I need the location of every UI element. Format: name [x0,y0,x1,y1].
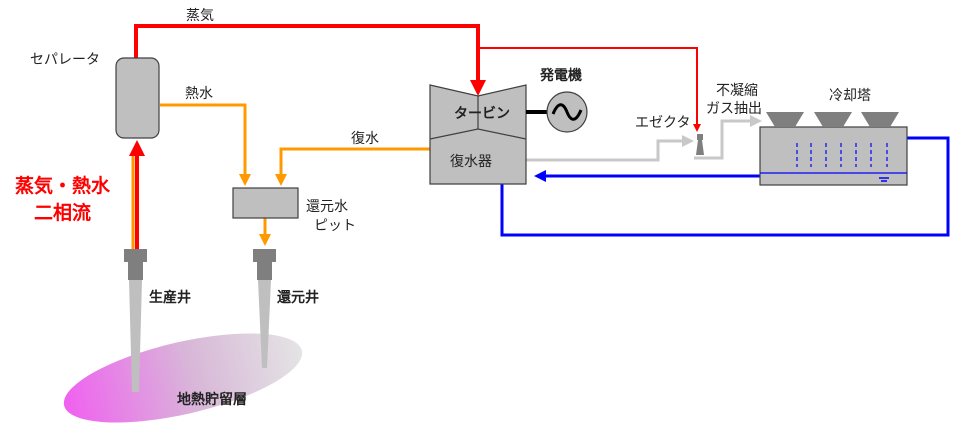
gas-extraction-pipe [526,135,694,162]
two-phase-label-line1: 蒸気・熱水 [15,174,111,197]
hot-water-pipe [160,103,251,186]
ac-wave-icon [551,103,583,121]
return-pit-label-line1: 還元水 [306,199,348,215]
condenser-label: 復水器 [450,153,492,170]
ncg-label-line1: 不凝縮 [716,83,758,99]
hot-water-label: 熱水 [185,86,213,102]
return-pit-label-line2: ピット [314,218,356,234]
separator [115,57,160,139]
return-water-pit [232,187,299,219]
condensate-label: 復水 [351,130,379,147]
generator-label: 発電機 [539,67,582,84]
two-phase-label-line2: 二相流 [34,201,91,224]
reservoir-ellipse [63,333,303,423]
ejector-steam-pipe [478,47,701,132]
reinjection-well [253,249,276,368]
condensate-pipe [275,147,430,186]
production-well-label: 生産井 [149,289,191,306]
ejector [696,134,704,155]
steam-label: 蒸気 [186,8,214,24]
turbine-condenser [429,84,527,185]
cooling-tower [759,112,908,186]
ncg-label-line2: ガス抽出 [706,101,762,117]
production-well [124,249,147,392]
separator-label: セパレータ [30,52,100,68]
cooling-tower-label: 冷却塔 [829,88,871,104]
reservoir-label: 地熱貯留層 [177,391,247,408]
ejector-label: エゼクタ [635,115,690,131]
reinjection-well-label: 還元井 [277,289,319,306]
turbine-label: タービン [454,106,510,122]
steam-pipe [134,24,486,96]
ncg-pipe [694,115,762,160]
